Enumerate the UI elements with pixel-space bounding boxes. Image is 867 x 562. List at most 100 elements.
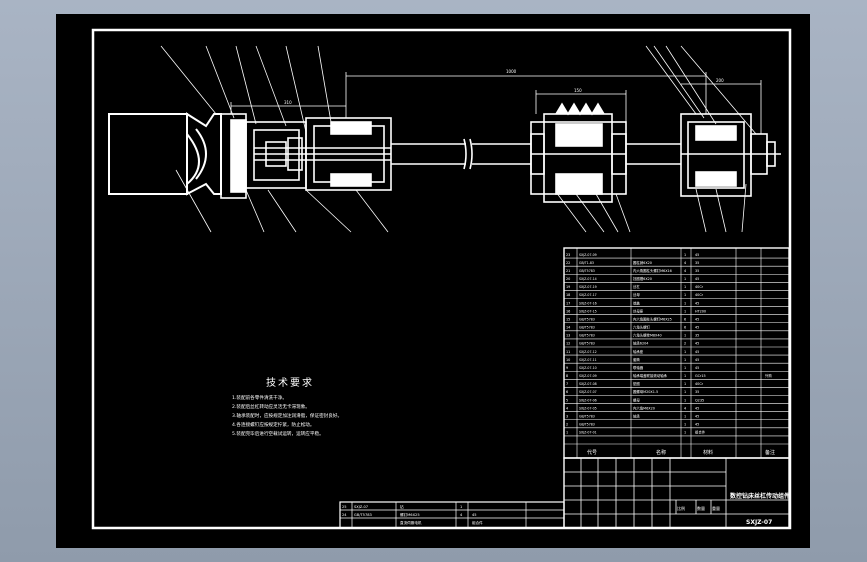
title-block [563, 457, 790, 529]
bom-row-qty: 1 [684, 293, 686, 297]
extra-row-cell: 直流伺服电机 [400, 520, 422, 525]
bom-row-code: SXJZ-07-14 [579, 277, 597, 281]
bom-row-name: 内六角圆柱头螺钉M6X25 [633, 316, 672, 321]
bom-row-name: 垫圈 [633, 381, 640, 386]
weight-label: 重量 [712, 505, 720, 511]
bom-row-name: 丝母 [633, 292, 640, 297]
bom-row-qty: 1 [684, 374, 686, 378]
lead-screw-right [626, 143, 681, 165]
drawing-sheet: 1000 310 150 200 [56, 14, 810, 548]
bom-header-cell: 备注 [765, 449, 775, 456]
bom-row-material: 45 [695, 358, 699, 362]
extra-row-cell: 螺钉M6X25 [400, 512, 420, 517]
bom-row-material: 35 [695, 269, 699, 273]
requirements-list: 1.装配前各零件清洗干净。 2.装配后丝杠转动应灵活无卡滞现象。 3.轴承装配时… [232, 394, 402, 439]
end-bearing-block [680, 113, 781, 197]
bom-row-name: 轴承端盖联接滚动轴承 [633, 373, 668, 378]
bom-row-name: 内六角M6X20 [633, 405, 655, 410]
bom-header-cell: 名称 [656, 449, 666, 456]
bom-row-number: 20 [566, 277, 570, 281]
requirement-item: 5.装配完毕后进行空载试运转，运转应平稳。 [232, 432, 324, 437]
bom-row-code: SXJZ-07-16 [579, 301, 597, 305]
extra-row-cell: 4 [460, 513, 463, 517]
bom-row-material: 45 [695, 253, 699, 257]
bom-row-qty: 1 [684, 277, 686, 281]
bom-row-code: GB/T5783 [579, 342, 595, 346]
bom-row-code: SXJZ-07-10 [579, 366, 597, 370]
bom-row-number: 1 [566, 431, 568, 435]
bom-row-code: SXJZ-07-15 [579, 309, 597, 313]
extra-row-cell: 组合件 [472, 520, 483, 525]
bom-row-material: 40Cr [695, 285, 704, 289]
bom-row-number: 9 [566, 366, 568, 370]
drawing-canvas: 1000 310 150 200 [91, 28, 792, 530]
bom-row-code: SXJZ-07-01 [579, 431, 597, 435]
bom-row-material: 45 [695, 406, 699, 410]
bom-row-code: SXJZ-07-07 [579, 390, 597, 394]
bom-table [563, 247, 790, 459]
bom-row-material: 45 [695, 414, 699, 418]
bom-row-material: 35 [695, 261, 699, 265]
bom-row-material: 45 [695, 326, 699, 330]
bom-row-qty: 1 [684, 301, 686, 305]
bom-row-code: GB/T5783 [579, 334, 595, 338]
bom-row-name: 端盖 [633, 300, 640, 305]
bom-row-code: SXJZ-07-19 [579, 285, 597, 289]
bom-row-qty: 1 [684, 309, 686, 313]
extra-row-cell: 1 [460, 505, 462, 509]
dim-label-3: 150 [574, 88, 582, 93]
bom-row-material: GCr15 [695, 374, 706, 378]
bom-row-name: 丝杠 [633, 284, 640, 289]
bom-row-number: 4 [566, 406, 568, 410]
bom-row-qty: 2 [684, 342, 686, 346]
bom-row-number: 14 [566, 326, 570, 330]
bom-row-name: 挡圈槽6X20 [633, 276, 652, 281]
bom-row-code: SXJZ-07-17 [579, 293, 597, 297]
scale-label: 比例 [677, 505, 685, 511]
bom-row-note: 外购 [765, 373, 772, 378]
requirements-title: 技术要求 [266, 378, 314, 389]
dim-label-4: 200 [716, 78, 724, 83]
bom-row-material: 35 [695, 390, 699, 394]
bom-row-number: 7 [566, 382, 568, 386]
bom-row-qty: 1 [684, 382, 686, 386]
bom-row-number: 11 [566, 350, 570, 354]
bom-row-material: Q235 [695, 398, 704, 402]
qty-label: 数量 [697, 505, 705, 511]
bom-row-number: 22 [566, 261, 570, 265]
bom-row-qty: 1 [684, 414, 686, 418]
bom-row-qty: 4 [684, 261, 686, 265]
bom-row-qty: 1 [684, 285, 686, 289]
bom-row-code: SXJZ-07-08 [579, 382, 597, 386]
bom-row-number: 18 [566, 293, 570, 297]
bom-row-number: 16 [566, 309, 570, 313]
dimension-lines [230, 72, 762, 134]
bom-row-qty: 1 [684, 334, 686, 338]
bom-row-qty: 1 [684, 390, 686, 394]
motor-housing [108, 112, 222, 196]
dim-label-1: 1000 [506, 69, 517, 74]
bom-row-name: 轴承 [633, 413, 640, 418]
bom-row-name: 套筒 [633, 357, 640, 362]
bom-row-number: 15 [566, 317, 570, 321]
coupling-assembly [220, 113, 392, 199]
bom-header-cell: 材料 [703, 449, 713, 456]
bom-row-code: GB/T5783 [579, 326, 595, 330]
extra-row-cell: SXJZ-07 [354, 505, 368, 509]
bom-row-qty: 1 [684, 366, 686, 370]
dim-label-2: 310 [284, 100, 292, 105]
bom-row-material: 40Cr [695, 382, 704, 386]
requirement-item: 3.轴承装配时，应按规定加注润滑脂，保证密封良好。 [232, 414, 343, 419]
bom-row-material: 45 [695, 366, 699, 370]
bom-row-code: SXJZ-07-06 [579, 398, 597, 402]
bom-row-material: 40Cr [695, 293, 704, 297]
bom-row-name: 内六角圆柱头螺钉M6X16 [633, 268, 672, 273]
lead-screw [391, 138, 531, 170]
bom-row-qty: 1 [684, 350, 686, 354]
extra-row-cell: 24 [342, 513, 347, 517]
bom-row-number: 13 [566, 334, 570, 338]
bom-row-material: 组合件 [695, 430, 706, 435]
bom-row-qty: 1 [684, 358, 686, 362]
